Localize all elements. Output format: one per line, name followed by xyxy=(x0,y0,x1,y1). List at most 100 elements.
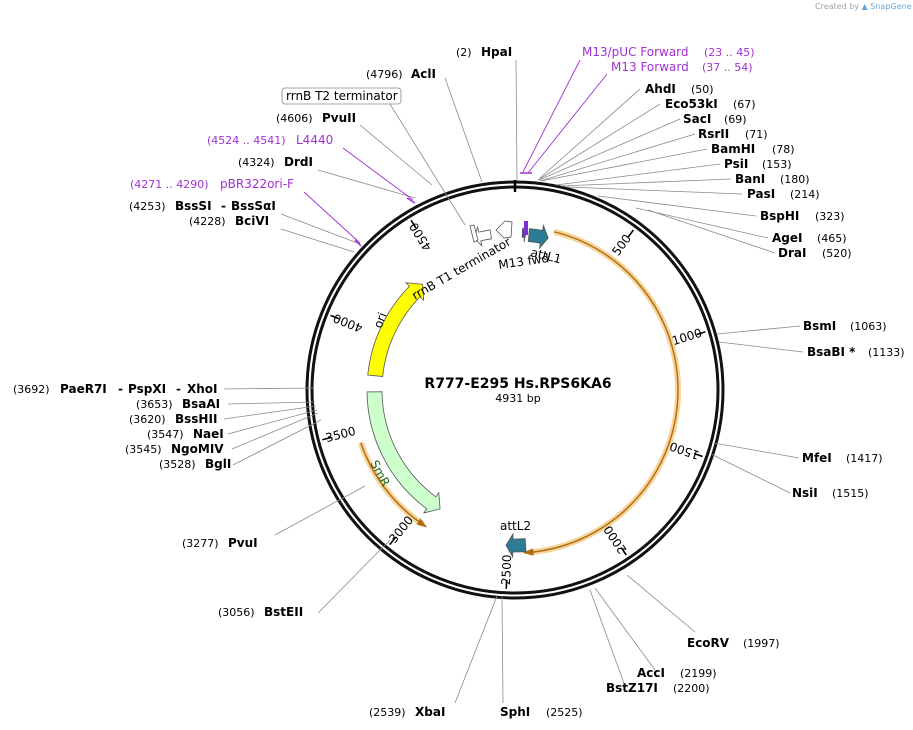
tick-label: 1500 xyxy=(668,439,701,462)
primer-m13-puc-forward[interactable]: M13/pUC Forward xyxy=(582,45,689,59)
enzyme-xbai[interactable]: XbaI xyxy=(415,705,445,719)
leader-line xyxy=(555,163,721,186)
enzyme-pasi[interactable]: PasI xyxy=(747,187,775,201)
primer-pbr322ori-f-range: (4271 .. 4290) xyxy=(130,178,209,191)
m13-fwd-label: M13 fwd xyxy=(497,251,549,272)
leader-line xyxy=(560,178,732,187)
enzyme-bsssai[interactable]: BssSαI xyxy=(231,199,276,213)
enzyme-pvuii[interactable]: PvuII xyxy=(322,111,356,125)
enzyme-sphi-pos: (2525) xyxy=(546,706,583,719)
enzyme-bsaai-pos: (3653) xyxy=(136,398,173,411)
feature-attl1[interactable] xyxy=(527,223,549,250)
enzyme-xhoi[interactable]: XhoI xyxy=(187,382,218,396)
enzyme-pasi-pos: (214) xyxy=(790,188,820,201)
primer-m13-forward[interactable]: M13 Forward xyxy=(611,60,689,74)
leader-line xyxy=(227,409,318,435)
leader-line xyxy=(716,325,801,335)
enzyme-mfei[interactable]: MfeI xyxy=(802,451,832,465)
enzyme-psii[interactable]: PsiI xyxy=(724,157,748,171)
rrnB-t2-terminator-label: rrnB T2 terminator xyxy=(286,89,398,103)
leader-line xyxy=(359,124,433,186)
enzyme-ngomiv-pos: (3545) xyxy=(125,443,162,456)
enzyme-sphi[interactable]: SphI xyxy=(500,705,530,719)
feature-ori[interactable] xyxy=(367,282,425,377)
enzyme-acli[interactable]: AclI xyxy=(411,67,436,81)
enzyme-bsphi-pos: (323) xyxy=(815,210,845,223)
tick-mark xyxy=(693,452,703,458)
separator-dash: - xyxy=(221,199,226,213)
leader-line xyxy=(537,103,661,181)
feature-smr[interactable] xyxy=(366,391,441,514)
tick-mark xyxy=(627,229,635,238)
enzyme-bsaai[interactable]: BsaAI xyxy=(182,397,220,411)
enzyme-bcivi[interactable]: BciVI xyxy=(235,214,269,228)
tick-mark xyxy=(620,547,627,556)
enzyme-bsabi[interactable]: BsaBI * xyxy=(807,345,856,359)
enzyme-rsrii[interactable]: RsrII xyxy=(698,127,729,141)
enzyme-bsphi[interactable]: BspHI xyxy=(760,209,799,223)
enzyme-bsshii-pos: (3620) xyxy=(129,413,166,426)
enzyme-ecorv[interactable]: EcoRV xyxy=(687,636,730,650)
snapgene-credit: Created by ▲ SnapGene xyxy=(815,2,912,11)
orf-arc[interactable] xyxy=(528,231,679,554)
leader-line xyxy=(647,209,776,254)
leader-line xyxy=(538,118,681,181)
leader-line xyxy=(280,213,361,245)
rrnB-t1-terminator-arrow[interactable] xyxy=(495,220,513,239)
enzyme-xbai-pos: (2539) xyxy=(369,706,406,719)
enzyme-acci-pos: (2199) xyxy=(680,667,717,680)
enzyme-eco53ki[interactable]: Eco53kI xyxy=(665,97,718,111)
tick-label: 500 xyxy=(609,232,634,259)
enzyme-drdi[interactable]: DrdI xyxy=(284,155,313,169)
tick-mark xyxy=(330,314,340,320)
snapgene-logo: ▲ SnapGene xyxy=(861,2,912,11)
enzyme-bsssi[interactable]: BssSI xyxy=(175,199,212,213)
enzyme-acci[interactable]: AccI xyxy=(637,666,665,680)
attL2-label: attL2 xyxy=(500,519,531,533)
enzyme-bsshii[interactable]: BssHII xyxy=(175,412,217,426)
enzyme-drai[interactable]: DraI xyxy=(778,246,806,260)
leader-line xyxy=(232,419,322,466)
enzyme-ngomiv[interactable]: NgoMIV xyxy=(171,442,224,456)
enzyme-bamhi-pos: (78) xyxy=(772,143,795,156)
enzyme-bsteii[interactable]: BstEII xyxy=(264,605,303,619)
separator-dash: - xyxy=(176,382,181,396)
leader-line xyxy=(539,133,696,182)
orf-arc[interactable] xyxy=(360,442,423,525)
leader-line xyxy=(515,59,518,181)
leader-line xyxy=(231,412,319,450)
enzyme-agei-pos: (465) xyxy=(817,232,847,245)
primer-l4440-range: (4524 .. 4541) xyxy=(207,134,286,147)
enzyme-paer7i[interactable]: PaeR7I xyxy=(60,382,107,396)
enzyme-pvui[interactable]: PvuI xyxy=(228,536,258,550)
enzyme-bsmi[interactable]: BsmI xyxy=(803,319,836,333)
primer-l4440[interactable]: L4440 xyxy=(296,133,333,147)
enzyme-ahdi[interactable]: AhdI xyxy=(645,82,676,96)
enzyme-naei[interactable]: NaeI xyxy=(193,427,224,441)
m13-fwd-mark xyxy=(524,221,528,235)
enzyme-bani[interactable]: BanI xyxy=(735,172,765,186)
enzyme-naei-pos: (3547) xyxy=(147,428,184,441)
feature-rrnb-t1-terminator[interactable] xyxy=(473,225,492,247)
feature-attl2[interactable] xyxy=(505,532,527,559)
enzyme-rsrii-pos: (71) xyxy=(745,128,768,141)
enzyme-pspxi[interactable]: PspXI xyxy=(128,382,166,396)
leader-line xyxy=(501,595,504,704)
enzyme-saci[interactable]: SacI xyxy=(683,112,711,126)
primer-pbr322ori-f[interactable]: pBR322ori-F xyxy=(220,177,294,191)
leader-line-layer xyxy=(223,59,804,704)
enzyme-agei[interactable]: AgeI xyxy=(772,231,802,245)
enzyme-acli-pos: (4796) xyxy=(366,68,403,81)
enzyme-hpai[interactable]: HpaI xyxy=(481,45,512,59)
enzyme-saci-pos: (69) xyxy=(724,113,747,126)
enzyme-bamhi[interactable]: BamHI xyxy=(711,142,755,156)
separator-dash: - xyxy=(118,382,123,396)
feature-layer xyxy=(366,220,549,559)
enzyme-bsmi-pos: (1063) xyxy=(850,320,887,333)
enzyme-bgli[interactable]: BglI xyxy=(205,457,231,471)
enzyme-bstz17i[interactable]: BstZ17I xyxy=(606,681,658,695)
enzyme-nsii[interactable]: NsiI xyxy=(792,486,818,500)
tick-label: 3500 xyxy=(324,424,357,445)
enzyme-eco53ki-pos: (67) xyxy=(733,98,756,111)
orf-arrowhead xyxy=(416,518,428,528)
